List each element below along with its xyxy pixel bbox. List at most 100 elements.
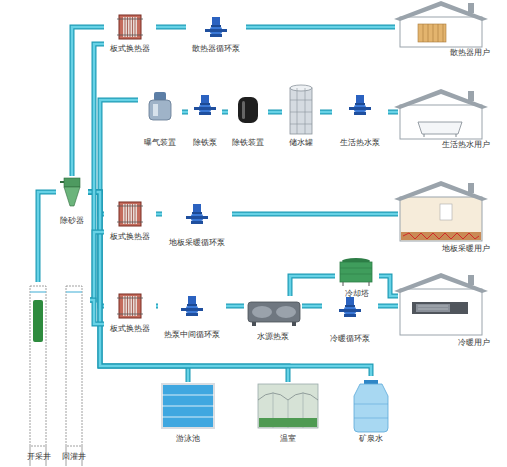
pipe-core <box>246 26 395 29</box>
pipe-outline <box>232 212 398 217</box>
bathtub-house-icon <box>394 89 488 139</box>
equipment-label: 地板采暖循环泵 <box>169 238 225 248</box>
pipe-core <box>88 192 371 376</box>
iron-removal-pump: 除铁泵 <box>188 90 222 148</box>
pipe-outline <box>182 110 188 115</box>
reinjection-well-icon <box>66 286 82 466</box>
pipe-outline <box>268 110 282 115</box>
circulation-pump: 热泵中间循环泵 <box>158 292 226 340</box>
pipe-outline <box>88 192 288 382</box>
iron-removal-device: 除铁装置 <box>228 90 268 148</box>
pipe-outline <box>38 192 56 282</box>
pipe-core <box>182 111 188 114</box>
equipment-label: 储水罐 <box>289 138 313 148</box>
pump-icon <box>205 17 227 37</box>
equipment-label: 冷暖循环泵 <box>330 334 370 344</box>
production-well: 开采井 <box>22 282 56 462</box>
equipment-label: 地板采暖用户 <box>442 244 490 254</box>
user-building: 散热器用户 <box>395 0 490 58</box>
mineral-water-icon <box>354 380 388 432</box>
equipment-label: 曝气装置 <box>144 138 176 148</box>
water-pipe <box>320 112 332 113</box>
pipe-core <box>302 305 322 308</box>
user-building: 生活热水用户 <box>398 88 490 150</box>
pump-icon <box>194 95 216 115</box>
pipe-outline <box>226 304 244 309</box>
pump-icon <box>181 296 203 316</box>
equipment-label: 除铁泵 <box>193 138 217 148</box>
air-conditioning-house-icon <box>394 273 488 335</box>
pipe-outline <box>290 276 335 296</box>
water-pipe <box>88 192 371 376</box>
pipe-core <box>232 213 398 216</box>
user-building: 地板采暖用户 <box>398 180 490 254</box>
pipe-outline <box>88 192 371 376</box>
water-pipe <box>38 192 56 282</box>
pump-icon <box>186 204 208 224</box>
equipment-label: 板式换热器 <box>110 232 150 242</box>
equipment-label: 生活热水用户 <box>442 140 490 150</box>
pipe-core <box>290 276 335 296</box>
cooling-tower: 冷却塔 <box>335 255 379 299</box>
pipe-core <box>156 213 162 216</box>
swimming-pool-icon <box>162 384 214 428</box>
water-source-heat-pump: 水源热泵 <box>244 296 302 342</box>
equipment-label: 除铁装置 <box>232 138 264 148</box>
storage-tank-icon <box>290 85 312 134</box>
pipe-outline <box>378 304 398 309</box>
pipe-outline <box>156 212 162 217</box>
iron-removal-tank-icon <box>238 97 258 123</box>
greenhouse: 温室 <box>256 382 320 444</box>
aeration-device: 曝气装置 <box>138 90 182 148</box>
plate-heat-exchanger: 板式换热器 <box>104 292 156 334</box>
pipe-core <box>156 26 186 29</box>
pipe-outline <box>156 25 186 30</box>
pipe-core <box>38 192 56 282</box>
water-pipe <box>379 276 398 296</box>
equipment-label: 冷暖用户 <box>458 338 490 348</box>
pipe-outline <box>388 110 398 115</box>
pipe-outline <box>302 304 322 309</box>
pipe-outline <box>90 232 104 300</box>
water-pipe <box>290 276 335 296</box>
plate-heat-exchanger-icon <box>117 294 143 318</box>
pipe-outline <box>222 110 228 115</box>
production-well-icon <box>30 286 46 466</box>
storage-tank: 储水罐 <box>282 84 320 148</box>
plate-heat-exchanger: 板式换热器 <box>104 14 156 54</box>
swimming-pool: 游泳池 <box>160 382 216 444</box>
circulation-pump: 冷暖循环泵 <box>322 296 378 344</box>
equipment-label: 生活热水泵 <box>340 138 380 148</box>
water-pipe <box>90 232 104 300</box>
mineral-water: 矿泉水 <box>346 376 396 444</box>
plate-heat-exchanger-icon <box>117 202 143 226</box>
water-pipe <box>222 112 228 113</box>
equipment-label: 冷却塔 <box>345 289 369 299</box>
pipe-core <box>222 111 228 114</box>
water-pipe <box>88 192 188 382</box>
circulation-pump: 地板采暖循环泵 <box>162 200 232 248</box>
pipe-outline <box>320 110 332 115</box>
user-building: 冷暖用户 <box>398 272 490 348</box>
pipe-core <box>268 111 282 114</box>
water-pipe <box>302 306 322 307</box>
equipment-label: 除砂器 <box>60 216 84 226</box>
water-pipe <box>156 306 158 307</box>
sand-remover-icon <box>60 178 80 206</box>
plate-heat-exchanger: 板式换热器 <box>104 200 156 242</box>
equipment-label: 温室 <box>280 434 296 444</box>
sand-remover: 除砂器 <box>56 176 88 226</box>
pipe-core <box>156 305 158 308</box>
water-pipe <box>90 300 104 324</box>
pipe-outline <box>90 44 104 300</box>
pipe-outline <box>90 300 104 324</box>
equipment-label: 矿泉水 <box>359 434 383 444</box>
pipe-core <box>378 305 398 308</box>
pipe-core <box>226 305 244 308</box>
greenhouse-icon <box>258 384 318 428</box>
water-pipe <box>156 27 186 28</box>
pump-icon <box>349 95 371 115</box>
aeration-device-icon <box>149 92 171 120</box>
equipment-label: 开采井 <box>27 452 51 462</box>
